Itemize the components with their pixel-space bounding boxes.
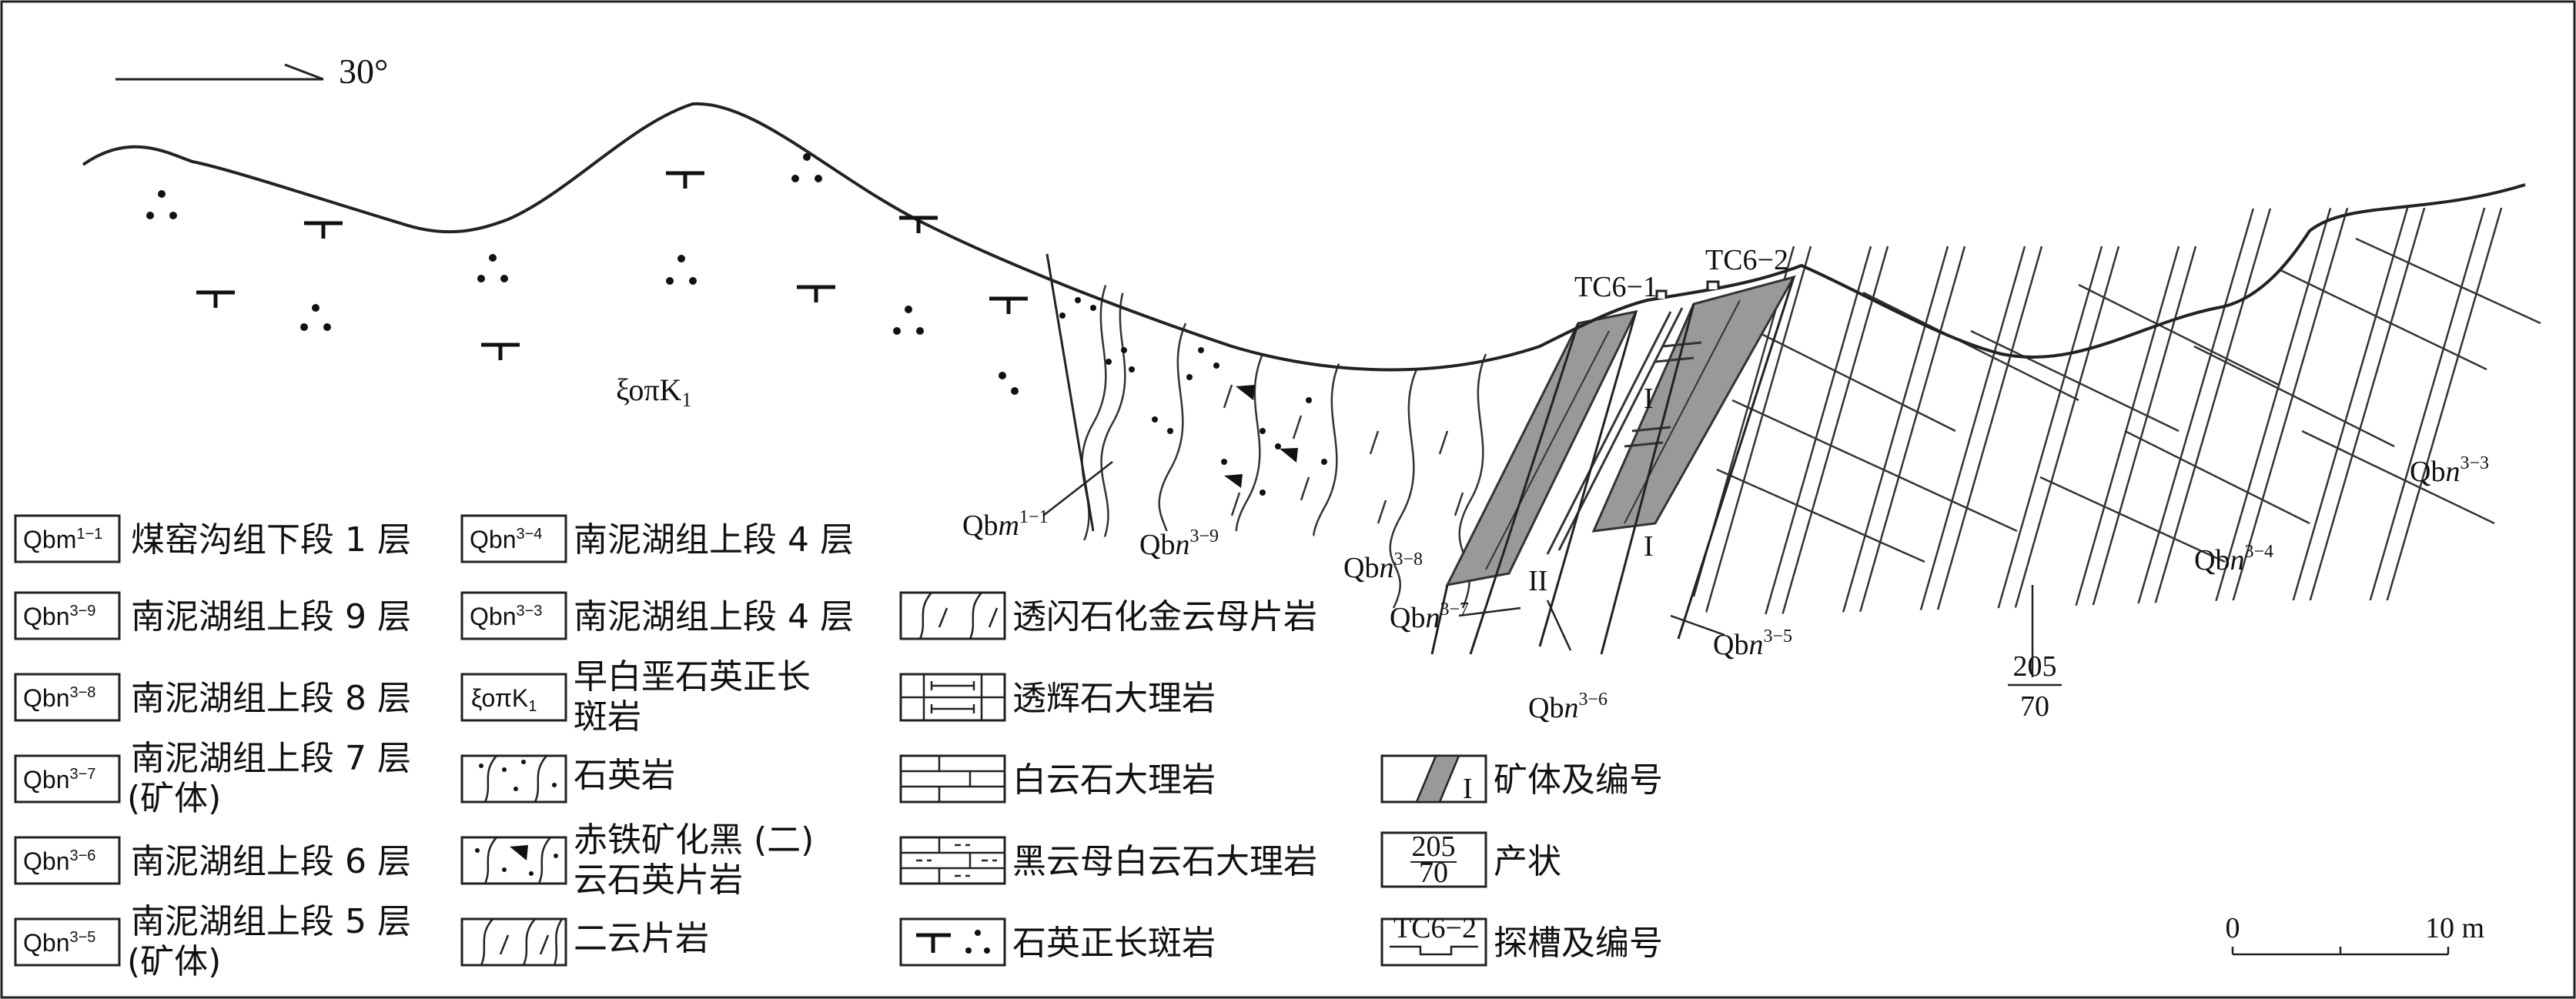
- leader-lines: [1042, 461, 2034, 677]
- legend-text: 南泥湖组上段 9 层: [131, 597, 411, 636]
- layer-boundaries: [1045, 253, 1795, 655]
- svg-text:Qbn3−4: Qbn3−4: [470, 526, 542, 553]
- legend-col1-item-2: Qbn3−8 南泥湖组上段 8 层: [14, 673, 411, 722]
- legend-text: 赤铁矿化黑 (二): [574, 820, 814, 860]
- legend: Qbm1−1 煤窑沟组下段 1 层 Qbn3−9 南泥湖组上段 9 层 Qbn3…: [14, 514, 1663, 981]
- north-arrow: 30°: [115, 52, 388, 91]
- svg-text:ξοπK1: ξοπK1: [471, 684, 537, 715]
- legend-text: 南泥湖组上段 7 层: [131, 739, 411, 778]
- formation-label-n3-7: Qbn3−7: [1390, 600, 1469, 634]
- svg-text:Qbm1−1: Qbm1−1: [23, 526, 102, 553]
- svg-text:Qbn3−9: Qbn3−9: [23, 603, 95, 630]
- quartzite-dots: [1059, 297, 1327, 496]
- legend-col4-item-0: I 矿体及编号: [1380, 754, 1663, 805]
- legend-col2-item-5: 二云片岩: [460, 917, 709, 967]
- legend-text: (矿体): [127, 942, 221, 981]
- formation-label-n3-4: Qbn3−4: [2194, 542, 2273, 576]
- attitude-dip-direction: 205: [2013, 650, 2057, 683]
- legend-col3-item-0: 透闪石化金云母片岩: [899, 591, 1317, 640]
- legend-text: 南泥湖组上段 4 层: [574, 520, 854, 560]
- legend-text: 产状: [1494, 842, 1561, 881]
- legend-text: 黑云母白云石大理岩: [1012, 842, 1317, 881]
- scale-length: 10 m: [2425, 912, 2484, 944]
- formation-label-n3-9: Qbn3−9: [1139, 526, 1219, 561]
- legend-text: 南泥湖组上段 6 层: [131, 842, 411, 881]
- legend-text: 南泥湖组上段 4 层: [574, 597, 854, 636]
- legend-text: 斑岩: [574, 697, 641, 737]
- orebody-label-i: I: [1644, 530, 1654, 563]
- legend-col3-item-2: 白云石大理岩: [899, 754, 1216, 804]
- ground-surface: [82, 102, 2526, 372]
- legend-text: 透闪石化金云母片岩: [1012, 597, 1317, 636]
- legend-col4-item-1: 205 70 产状: [1380, 830, 1561, 889]
- legend-col1-item-1: Qbn3−9 南泥湖组上段 9 层: [14, 591, 411, 640]
- legend-text: 白云石大理岩: [1012, 760, 1216, 800]
- legend-text: 早白垩石英正长: [574, 657, 811, 697]
- legend-col1-item-5: Qbn3−5 南泥湖组上段 5 层 (矿体): [14, 902, 411, 981]
- svg-text:Qbn3−7: Qbn3−7: [23, 766, 95, 794]
- orebody-label-inner: I: [1644, 383, 1654, 415]
- north-arrow-label: 30°: [339, 52, 388, 91]
- formation-label-n3-3: Qbn3−3: [2410, 453, 2489, 488]
- porphyry-symbols: [146, 153, 1028, 395]
- legend-attitude-num: 205: [1412, 830, 1456, 863]
- legend-text: 石英正长斑岩: [1012, 924, 1216, 963]
- legend-col3-item-1: 透辉石大理岩: [899, 673, 1216, 722]
- legend-text: 南泥湖组上段 8 层: [131, 679, 411, 718]
- legend-text: 矿体及编号: [1494, 760, 1663, 800]
- legend-col2-item-3: 石英岩: [460, 754, 675, 804]
- legend-col2-item-0: Qbn3−4 南泥湖组上段 4 层: [460, 514, 854, 563]
- legend-text: (矿体): [127, 779, 221, 818]
- svg-text:Qbn3−5: Qbn3−5: [23, 929, 95, 957]
- legend-text: 石英岩: [574, 756, 675, 795]
- legend-text: 透辉石大理岩: [1012, 679, 1216, 718]
- legend-orebody-symbol: I: [1463, 773, 1473, 805]
- legend-col3-item-4: 石英正长斑岩: [899, 917, 1216, 967]
- legend-col1-item-0: Qbm1−1 煤窑沟组下段 1 层: [14, 514, 411, 563]
- trench-label-tc6-1: TC6−1: [1574, 271, 1658, 303]
- formation-label-n3-5: Qbn3−5: [1713, 626, 1792, 661]
- attitude-dip-angle: 70: [2020, 690, 2049, 723]
- legend-col2-item-4: 赤铁矿化黑 (二) 云石英片岩: [460, 820, 814, 900]
- legend-col2-item-2: ξοπK1 早白垩石英正长 斑岩: [460, 657, 811, 737]
- legend-text: 煤窑沟组下段 1 层: [131, 520, 411, 560]
- svg-text:Qbn3−6: Qbn3−6: [23, 847, 95, 875]
- legend-text: 云石英片岩: [574, 860, 743, 900]
- legend-col1-item-3: Qbn3−7 南泥湖组上段 7 层 (矿体): [14, 739, 411, 818]
- formation-label-m1-1: Qbm1−1: [962, 507, 1048, 542]
- formation-label-n3-8: Qbn3−8: [1343, 550, 1423, 584]
- legend-col1-item-4: Qbn3−6 南泥湖组上段 6 层: [14, 836, 411, 885]
- legend-col3-item-3: 黑云母白云石大理岩: [899, 836, 1317, 885]
- orebody-label-ii: II: [1528, 565, 1547, 597]
- trench-notches: [1655, 280, 1720, 299]
- legend-col4-item-2: TC6−2 探槽及编号: [1380, 912, 1663, 967]
- trench-label-tc6-2: TC6−2: [1705, 244, 1788, 276]
- dolomite-marble-hatching: [1684, 208, 2541, 616]
- legend-attitude-den: 70: [1419, 857, 1448, 889]
- scale-bar: 0 10 m: [2226, 912, 2484, 956]
- legend-text: 二云片岩: [574, 919, 709, 958]
- legend-text: 南泥湖组上段 5 层: [131, 902, 411, 941]
- svg-text:Qbn3−3: Qbn3−3: [470, 603, 542, 630]
- scale-zero: 0: [2226, 912, 2240, 944]
- svg-text:Qbn3−8: Qbn3−8: [23, 684, 95, 712]
- legend-trench-symbol: TC6−2: [1393, 912, 1477, 944]
- legend-col2-item-1: Qbn3−3 南泥湖组上段 4 层: [460, 591, 854, 640]
- legend-text: 探槽及编号: [1494, 924, 1663, 963]
- attitude-annotation: 205 70: [2008, 650, 2062, 723]
- intrusion-label: ξοπK1: [616, 373, 691, 411]
- formation-label-n3-6: Qbn3−6: [1528, 690, 1607, 724]
